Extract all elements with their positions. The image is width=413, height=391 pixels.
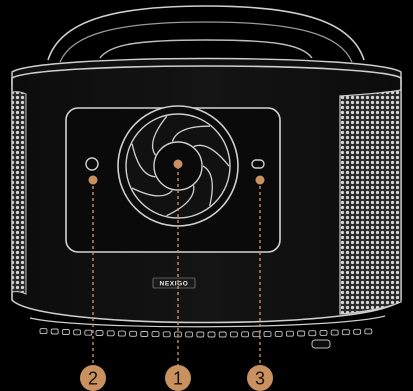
callout-right-sensor: 3 <box>247 175 273 391</box>
vent-slot <box>151 331 160 338</box>
right-speaker-grille <box>339 89 402 315</box>
vent-slot <box>308 330 317 337</box>
callout-number-lens: 1 <box>173 369 183 389</box>
aperture-blade <box>193 144 230 167</box>
foot-right <box>311 339 331 349</box>
vent-slot <box>353 328 362 335</box>
left-speaker-grille <box>11 91 27 295</box>
handle-grip <box>99 39 313 59</box>
vent-slot <box>50 328 59 335</box>
callout-dot <box>255 175 265 185</box>
vent-slot <box>95 330 104 336</box>
vent-slot <box>341 329 350 336</box>
vent-slot <box>106 330 115 337</box>
callout-dot <box>88 175 98 185</box>
brand-logo: NEXIGO <box>160 281 189 288</box>
right-sensor <box>251 159 265 169</box>
handle-inner <box>59 21 353 63</box>
aperture-blade <box>131 187 173 197</box>
vent-slot <box>263 331 272 338</box>
callout-badge <box>247 365 273 391</box>
callout-dot <box>173 159 183 169</box>
vent-slot <box>364 328 373 335</box>
callout-lens: 1 <box>165 159 191 391</box>
aperture-blade <box>166 185 195 217</box>
callout-badge <box>165 365 191 391</box>
vent-slot <box>162 331 171 338</box>
left-sensor <box>85 157 99 171</box>
lens-aperture-blades <box>131 115 230 217</box>
aperture-blade <box>171 125 210 142</box>
vent-slot <box>84 329 93 336</box>
vent-slot <box>185 331 194 338</box>
handle-outer <box>47 5 365 61</box>
vent-slot <box>39 328 48 335</box>
callout-number-right-sensor: 3 <box>255 369 265 389</box>
vent-slot <box>73 329 82 336</box>
vent-slot <box>252 331 261 338</box>
bottom-vent-band <box>29 315 386 328</box>
vent-slot <box>218 331 227 338</box>
aperture-blade <box>202 165 213 207</box>
vent-slot <box>241 331 250 338</box>
vent-slot <box>285 330 294 337</box>
vent-slot <box>140 331 149 337</box>
bottom-vent-slots <box>39 328 373 338</box>
callout-left-sensor: 2 <box>80 175 106 391</box>
brand-logo-plate <box>152 277 196 289</box>
vent-slot <box>196 331 205 338</box>
vent-slot <box>297 330 306 337</box>
callout-badge <box>80 365 106 391</box>
vent-slot <box>274 330 283 337</box>
vent-slot <box>319 329 328 336</box>
vent-slot <box>129 330 138 337</box>
callout-number-left-sensor: 2 <box>88 369 98 389</box>
aperture-blade <box>152 115 168 156</box>
vent-slot <box>229 331 238 338</box>
vent-slot <box>117 330 126 337</box>
vent-slot <box>207 331 216 338</box>
aperture-blade <box>131 143 156 178</box>
vent-slot <box>61 329 70 335</box>
vent-slot <box>330 329 339 336</box>
